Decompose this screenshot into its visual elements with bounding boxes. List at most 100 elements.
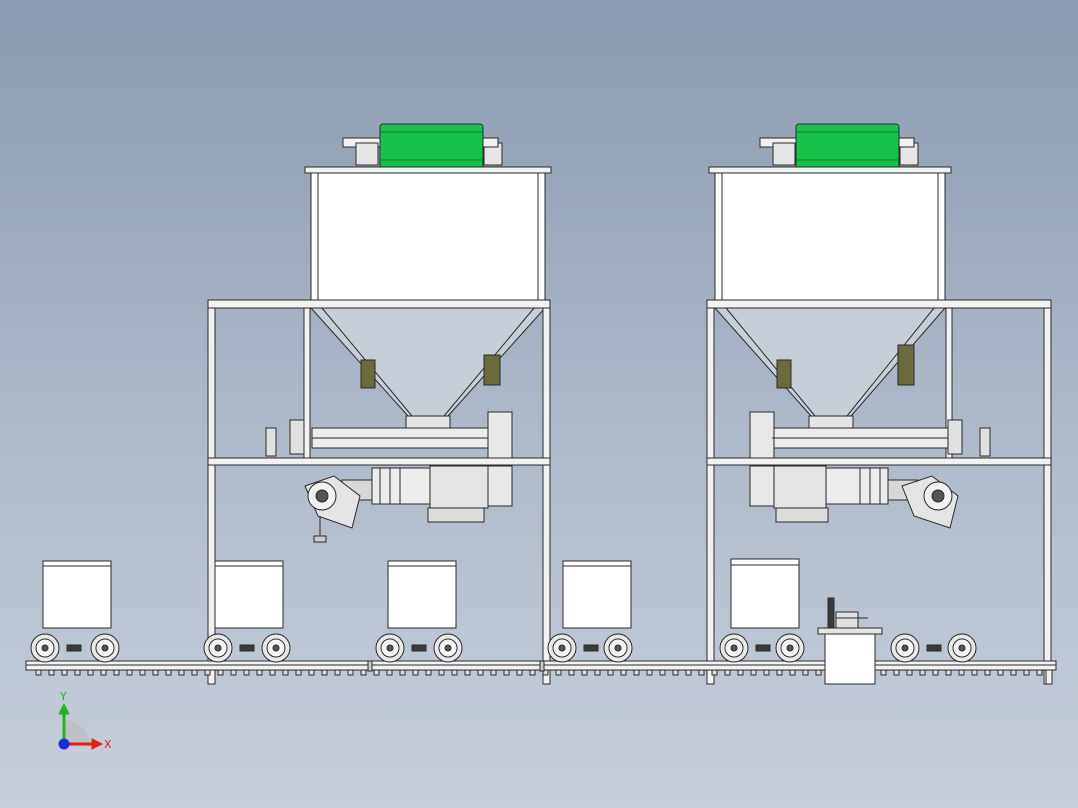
conveyor-tick (711, 669, 718, 676)
conveyor-tick (113, 669, 120, 676)
conveyor-tick (737, 669, 744, 676)
conveyor-tick (269, 669, 276, 676)
conveyor-tick (178, 669, 185, 676)
conveyor-tick (893, 669, 900, 676)
tote (42, 560, 112, 629)
hopper-lid (304, 166, 552, 174)
conveyor-tick (152, 669, 159, 676)
roller-coupling (926, 644, 942, 652)
conveyor-tick (945, 669, 952, 676)
gearbox-1 (304, 475, 361, 543)
screw-feeder-1 (265, 411, 513, 459)
conveyor-tick (529, 669, 536, 676)
conveyor-tick (789, 669, 796, 676)
conveyor-tick (386, 669, 393, 676)
conveyor-tick (997, 669, 1004, 676)
conveyor-tick (451, 669, 458, 676)
roller (203, 633, 233, 663)
conveyor-tick (802, 669, 809, 676)
feeder-unit-2[interactable] (706, 123, 1052, 685)
conveyor-tick (932, 669, 939, 676)
roller (375, 633, 405, 663)
conveyor-tick (880, 669, 887, 676)
conveyor-tick (503, 669, 510, 676)
conveyor-tick (347, 669, 354, 676)
conveyor-tick (1023, 669, 1030, 676)
roller-coupling (755, 644, 771, 652)
drive-motor-1 (341, 465, 513, 523)
roller (890, 633, 920, 663)
roller (547, 633, 577, 663)
conveyor-tick (399, 669, 406, 676)
conveyor-tick (425, 669, 432, 676)
conveyor-tick (633, 669, 640, 676)
gearbox-2 (901, 475, 959, 529)
roller-coupling (239, 644, 255, 652)
conveyor-tick (243, 669, 250, 676)
tote (214, 560, 284, 629)
roller (261, 633, 291, 663)
drive-motor-2 (749, 465, 919, 523)
conveyor-tick (48, 669, 55, 676)
hopper-body (310, 172, 546, 302)
feeder-unit-1[interactable] (207, 123, 552, 685)
conveyor-tick (165, 669, 172, 676)
lower-frame-beam (706, 457, 1052, 466)
conveyor-tick (815, 669, 822, 676)
screw-feeder-2 (749, 411, 991, 459)
conveyor-tick (308, 669, 315, 676)
x-axis-label: X (104, 738, 112, 751)
conveyor-tick (607, 669, 614, 676)
y-axis-label: Y (59, 690, 67, 703)
conveyor-tick (971, 669, 978, 676)
conveyor-tick (724, 669, 731, 676)
conveyor-tick (1036, 669, 1043, 676)
conveyor-tick (139, 669, 146, 676)
motor-cylinder (795, 123, 900, 169)
conveyor-tick (334, 669, 341, 676)
conveyor-tick (581, 669, 588, 676)
conveyor-tick (74, 669, 81, 676)
conveyor-tick (256, 669, 263, 676)
conveyor-tick (126, 669, 133, 676)
conveyor-tick (776, 669, 783, 676)
roller (433, 633, 463, 663)
conveyor-tick (373, 669, 380, 676)
conveyor-tick (321, 669, 328, 676)
conveyor-tick (1010, 669, 1017, 676)
conveyor-tick (61, 669, 68, 676)
control-box (817, 597, 883, 685)
conveyor-tick (672, 669, 679, 676)
conveyor-tick (698, 669, 705, 676)
conveyor-tick (958, 669, 965, 676)
roller (775, 633, 805, 663)
lower-frame-beam (207, 457, 551, 466)
roller-coupling (583, 644, 599, 652)
conveyor-tick (217, 669, 224, 676)
roller-coupling (66, 644, 82, 652)
roller (90, 633, 120, 663)
conveyor-tick (646, 669, 653, 676)
hopper-body (714, 172, 946, 302)
hopper-cone (309, 307, 547, 417)
conveyor-ticks (35, 669, 1043, 676)
roller (603, 633, 633, 663)
upper-frame-beam (706, 299, 1052, 309)
conveyor-tick (35, 669, 42, 676)
roller (719, 633, 749, 663)
tote (387, 560, 457, 629)
tote (730, 558, 800, 629)
tote (562, 560, 632, 629)
conveyor-tick (100, 669, 107, 676)
totes (42, 558, 800, 629)
conveyor-tick (204, 669, 211, 676)
conveyor-tick (464, 669, 471, 676)
conveyor-tick (87, 669, 94, 676)
conveyor-tick (659, 669, 666, 676)
roller (947, 633, 977, 663)
conveyor-tick (438, 669, 445, 676)
vacuum-loader-2 (759, 123, 919, 169)
vacuum-loader-1 (342, 123, 503, 169)
conveyor-tick (555, 669, 562, 676)
